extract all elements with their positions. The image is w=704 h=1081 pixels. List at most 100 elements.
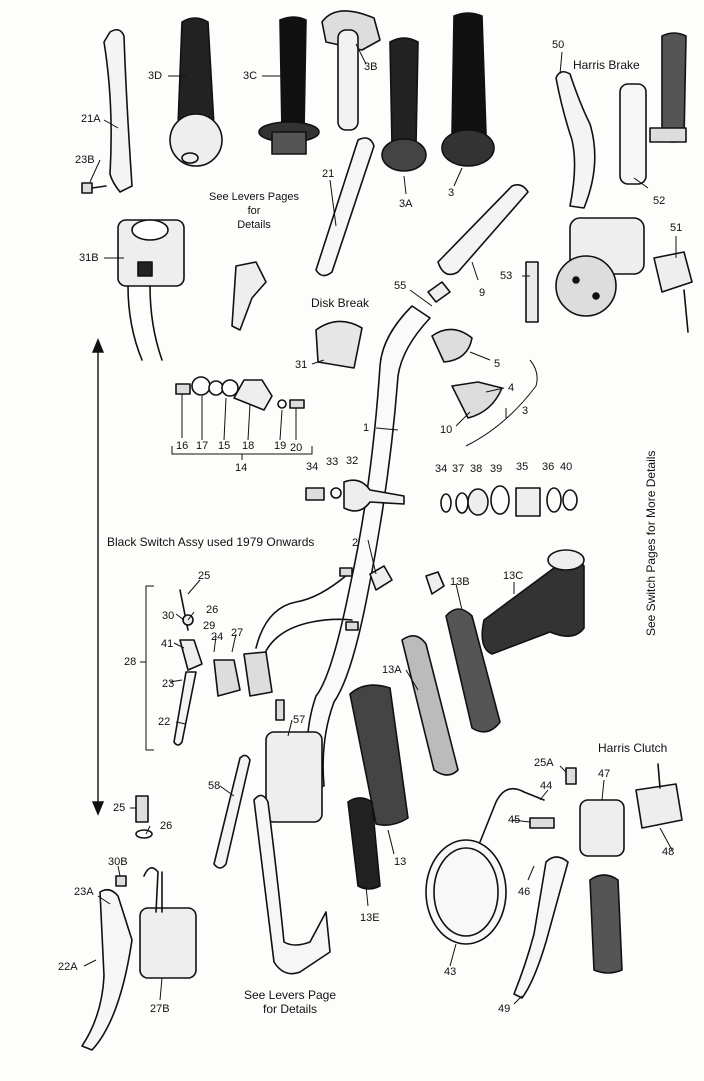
group-brackets [140,359,538,751]
part-label-21a: 21A [81,113,101,125]
part-28-group [175,589,273,745]
part-label-44: 44 [540,780,553,792]
part-label-30: 30 [162,610,175,622]
part-43-mirror [425,787,545,945]
part-13-grip [349,684,409,826]
part-9-grip [437,184,529,276]
part-48-clamp [635,763,683,829]
part-label-25-b: 25 [113,802,126,814]
part-label-24: 24 [211,631,224,643]
part-13a-grip [401,635,459,776]
part-label-34: 34 [306,461,319,473]
part-label-25a: 25A [534,757,554,769]
part-14-group [175,376,305,411]
part-label-38: 38 [470,463,483,475]
part-label-39: 39 [490,463,503,475]
harris-clutch-label: Harris Clutch [598,741,668,755]
part-25-26-30b [115,795,153,887]
part-13c-grip [481,549,585,655]
part-5-clamp [431,328,473,363]
part-label-28: 28 [124,656,137,668]
part-label-27: 27 [231,627,244,639]
part-label-23: 23 [162,678,175,690]
part-washers-row [440,485,578,517]
part-label-13b: 13B [450,576,470,588]
part-label-2: 2 [352,537,359,549]
part-label-23b: 23B [75,154,95,166]
part-label-10: 10 [440,424,453,436]
part-13b-grip [445,608,501,733]
part-label-40: 40 [560,461,573,473]
levers-page-bottom-note: See Levers Page for Details [243,988,337,1016]
part-55-clip [427,281,451,303]
part-22a-lever [81,888,133,1051]
part-label-17: 17 [196,440,209,452]
part-13b-clip [425,571,445,595]
vertical-double-arrow [91,338,105,816]
part-label-49: 49 [498,1003,511,1015]
part-label-45: 45 [508,814,521,826]
part-3-grip [441,12,495,167]
part-clutch-grip [589,874,623,974]
part-label-3b: 3B [364,61,378,73]
part-label-46: 46 [518,886,531,898]
part-label-48: 48 [662,846,675,858]
part-3d-grip [169,17,223,167]
part-label-3d: 3D [148,70,163,82]
part-58-lever [213,754,251,869]
part-wiring [255,567,359,661]
part-label-18: 18 [242,440,255,452]
harris-brake-label: Harris Brake [573,58,640,72]
part-label-14: 14 [235,462,248,474]
part-label-1: 1 [363,422,370,434]
part-label-20: 20 [290,442,303,454]
part-label-57: 57 [293,714,306,726]
part-label-53: 53 [500,270,513,282]
part-harris-grip [649,32,687,143]
part-label-33: 33 [326,456,339,468]
part-31b-switch [117,219,185,361]
part-label-29: 29 [203,620,216,632]
part-32-bolt [305,479,405,512]
part-label-26: 26 [206,604,219,616]
part-label-41: 41 [161,638,174,650]
levers-pages-note: See Levers Pages for Details [209,191,299,231]
part-label-26-b: 26 [160,820,173,832]
part-label-31: 31 [295,359,308,371]
part-label-21: 21 [322,168,335,180]
part-31-clamp [315,320,363,369]
part-label-22: 22 [158,716,171,728]
part-label-13: 13 [394,856,407,868]
part-3c-grip [258,16,320,155]
leader-lines [83,43,677,1005]
part-49-lever [513,856,569,999]
part-label-35: 35 [516,461,529,473]
part-lever-small [231,261,267,331]
part-4-clamp [451,381,503,419]
part-lower-lever [253,794,331,975]
part-label-37: 37 [452,463,465,475]
part-label-31b: 31B [79,252,99,264]
part-label-3-bracket: 3 [522,405,529,417]
part-label-13e: 13E [360,912,380,924]
part-2-clip [369,565,393,591]
part-label-16: 16 [176,440,189,452]
part-21-lever [315,137,375,277]
part-label-15: 15 [218,440,231,452]
part-label-32: 32 [346,455,359,467]
part-label-51: 51 [670,222,683,234]
part-50-lever [555,70,596,209]
part-label-50: 50 [552,39,565,51]
black-switch-note: Black Switch Assy used 1979 Onwards [107,535,315,549]
part-label-23a: 23A [74,886,94,898]
part-label-30b: 30B [108,856,128,868]
part-label-9: 9 [479,287,486,299]
part-3b-throttle [321,10,381,131]
part-label-47: 47 [598,768,611,780]
part-label-43: 43 [444,966,457,978]
part-52-tube [619,83,647,185]
part-harris-master-cylinder [555,217,645,317]
part-13e-grip [347,797,381,890]
part-label-19: 19 [274,440,287,452]
